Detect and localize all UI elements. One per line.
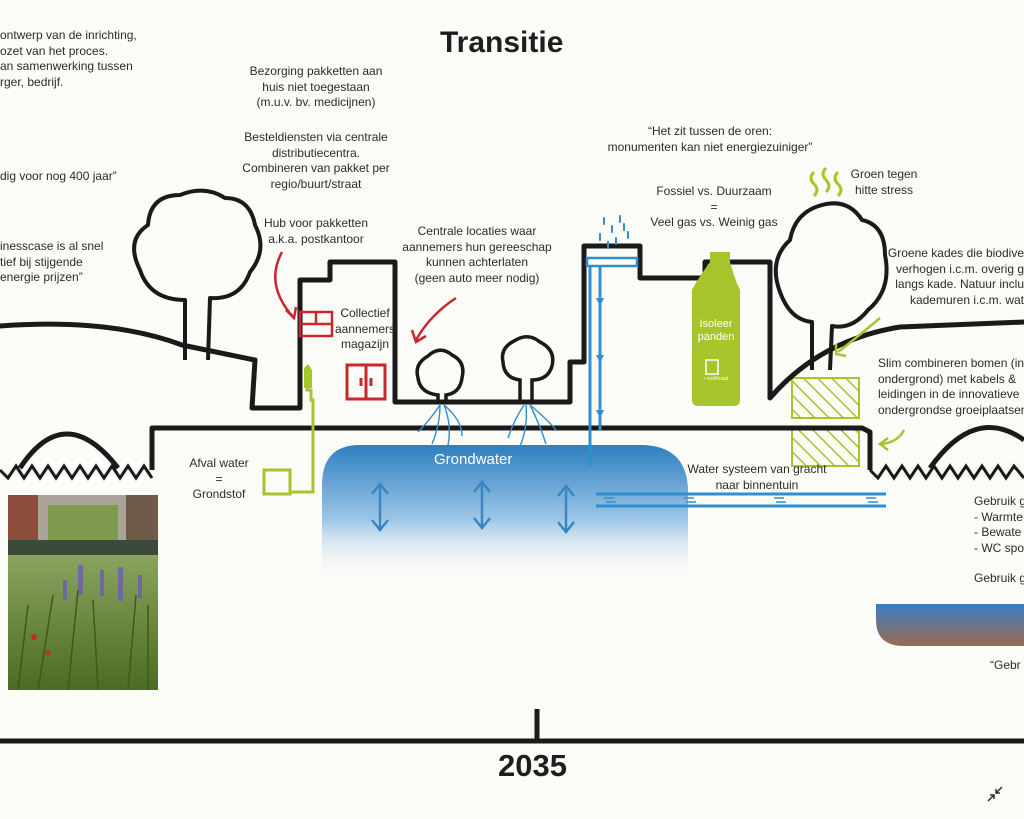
label-groen-hitte: Groen tegen hitte stress	[850, 167, 918, 197]
green-arrow-kades	[837, 317, 881, 353]
tree-roots	[417, 404, 557, 447]
bridge-arch-left	[17, 431, 120, 470]
green-roof-collector	[585, 256, 639, 268]
label-gebruik-2: Gebruik g	[974, 571, 1024, 585]
canal-wave-right	[868, 463, 1024, 481]
page-title: Transitie	[440, 26, 564, 59]
label-isoleer-panden: Isoleer panden	[697, 318, 735, 343]
insulation-bottle	[692, 252, 740, 406]
label-hub: Hub voor pakketten a.k.a. postkantoor	[263, 216, 369, 246]
groundwater-arrows	[371, 479, 575, 535]
label-quote-400-jaar: dig voor nog 400 jaar”	[0, 169, 117, 183]
photo-green-quay	[8, 495, 158, 690]
label-besteldiensten: Besteldiensten via centrale distributiec…	[242, 130, 390, 191]
rain-drops	[599, 215, 629, 249]
red-arrow-magazijn	[414, 296, 457, 341]
label-fossiel-duurzaam: Fossiel vs. Duurzaam = Veel gas vs. Wein…	[650, 184, 778, 229]
magazijn-cabinet-icon	[345, 363, 387, 401]
tree-pit-upper	[791, 377, 860, 419]
tree-right	[773, 201, 889, 371]
hub-shelf-icon	[298, 310, 334, 338]
label-afval-water: Afval water = Grondstof	[189, 456, 249, 501]
label-centrale-locaties: Centrale locaties waar aannemers hun ger…	[402, 224, 552, 285]
waste-water-pipe	[262, 370, 315, 496]
label-inrichting: ontwerp van de inrichting, ozet van het …	[0, 28, 137, 89]
canal-wave-left	[0, 463, 154, 481]
tree-small-2	[500, 335, 555, 402]
label-zit-tussen-oren: “Het zit tussen de oren: monumenten kan …	[607, 124, 813, 154]
label-certificaat: • certificaat	[703, 376, 729, 382]
label-businesscase: inesscase is al snel tief bij stijgende …	[0, 239, 104, 284]
tree-small-1	[415, 348, 465, 402]
label-grondwater: Grondwater	[434, 451, 513, 468]
tree-pit-lower	[791, 427, 860, 467]
bridge-arch-right	[927, 425, 1024, 470]
pond-basin	[876, 604, 1024, 646]
label-gebr-quote: “Gebr	[990, 658, 1021, 672]
canal-garden-pipe	[596, 492, 886, 508]
label-collectief-magazijn: Collectief aannemers magazijn	[334, 306, 396, 351]
label-water-systeem: Water systeem van gracht naar binnentuin	[687, 462, 827, 492]
rainwater-pipe	[588, 266, 602, 466]
shrink-arrows-icon[interactable]	[984, 783, 1006, 805]
tree-left	[132, 188, 263, 361]
heat-waves-icon	[809, 166, 843, 198]
label-gebruik-list: Gebruik g - Warmte - Bewate - WC spo	[974, 494, 1024, 555]
label-groene-kades: Groene kades die biodive verhogen i.c.m.…	[887, 246, 1024, 307]
green-arrow-slim	[881, 429, 906, 446]
timeline-year: 2035	[498, 748, 567, 783]
groundwater-reservoir	[322, 445, 688, 580]
label-slim-combineren: Slim combineren bomen (in ondergrond) me…	[878, 356, 1024, 417]
quay-outline	[149, 425, 873, 470]
label-bezorging: Bezorging pakketten aan huis niet toeges…	[249, 64, 383, 109]
red-arrow-hub	[274, 251, 295, 319]
